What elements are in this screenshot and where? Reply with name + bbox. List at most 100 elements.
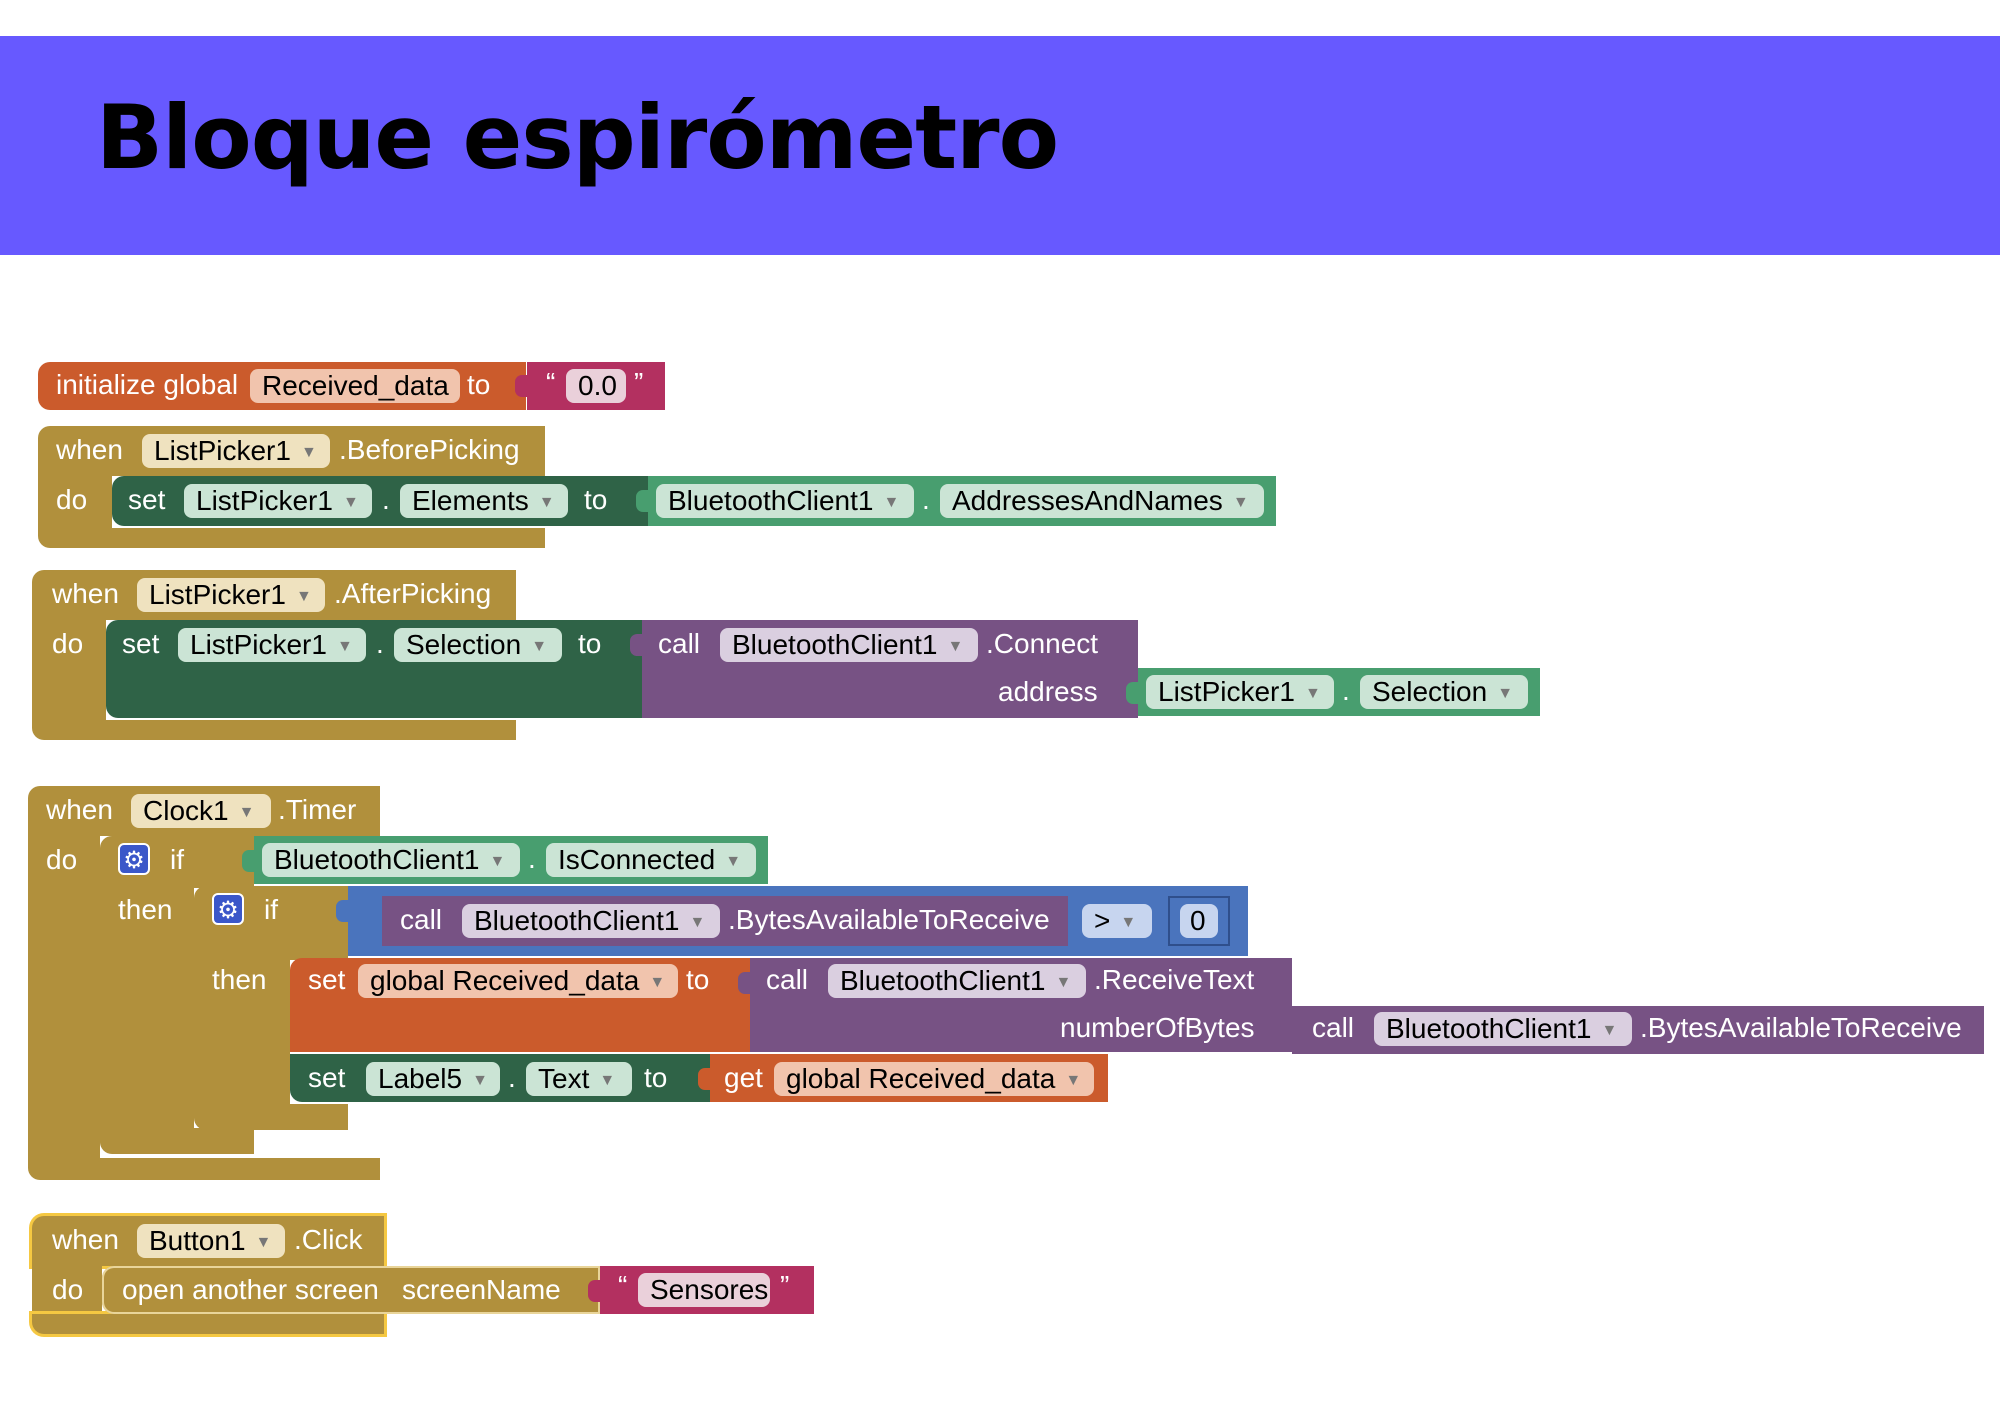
when-label: when (46, 794, 113, 825)
to-label: to (578, 628, 602, 659)
init-value-field[interactable]: 0.0 (566, 369, 626, 403)
method-name: .Connect (986, 628, 1099, 659)
bytes-component-dropdown[interactable]: BluetoothClient1▼ (1374, 1012, 1632, 1046)
cmp-component-dropdown[interactable]: BluetoothClient1▼ (462, 904, 720, 938)
when-label: when (52, 578, 119, 609)
dot: . (528, 843, 536, 874)
operator-dropdown[interactable]: >▼ (1082, 904, 1152, 938)
chevron-down-icon: ▼ (725, 853, 742, 870)
chevron-down-icon: ▼ (300, 444, 317, 461)
get-label: get (724, 1062, 763, 1093)
open-screen-block[interactable] (102, 1266, 600, 1314)
cond-component-dropdown[interactable]: BluetoothClient1▼ (262, 843, 520, 877)
number-of-bytes-label: numberOfBytes (1060, 1012, 1255, 1043)
screen-name-label: screenName (402, 1274, 561, 1305)
chevron-down-icon: ▼ (295, 588, 312, 605)
do-label: do (56, 484, 88, 515)
method-name: .BytesAvailableToReceive (728, 904, 1050, 935)
get-var-dropdown[interactable]: global Received_data▼ (774, 1062, 1094, 1096)
method-name: .ReceiveText (1094, 964, 1255, 995)
chevron-down-icon: ▼ (472, 1072, 488, 1089)
chevron-down-icon: ▼ (1065, 1072, 1082, 1089)
call-label: call (658, 628, 701, 659)
rx-component-dropdown[interactable]: BluetoothClient1▼ (828, 964, 1086, 998)
gear-icon[interactable]: ⚙ (212, 893, 244, 925)
action-label: open another screen (122, 1274, 379, 1305)
chevron-down-icon: ▼ (883, 494, 900, 511)
title-banner: Bloque espirómetro (0, 36, 2000, 255)
property-dropdown[interactable]: Selection▼ (394, 628, 562, 662)
address-label: address (998, 676, 1098, 707)
arg-component-dropdown[interactable]: ListPicker1▼ (1146, 675, 1334, 709)
dot: . (1342, 675, 1350, 706)
do-label: do (52, 628, 84, 659)
chevron-down-icon: ▼ (649, 974, 666, 991)
dot: . (508, 1062, 516, 1093)
component-dropdown[interactable]: Button1▼ (137, 1224, 285, 1258)
call-component-dropdown[interactable]: BluetoothClient1▼ (720, 628, 978, 662)
chevron-down-icon: ▼ (1304, 685, 1321, 702)
dot: . (922, 484, 930, 515)
init-label: initialize global (56, 369, 239, 400)
do-label: do (46, 844, 78, 875)
set2-component-dropdown[interactable]: Label5▼ (366, 1062, 500, 1096)
then-label: then (212, 964, 267, 995)
screen-name-value-field[interactable]: Sensores (638, 1273, 770, 1307)
set-label-text-block[interactable] (290, 1054, 710, 1102)
event-name: .BeforePicking (339, 434, 520, 465)
to-label: to (686, 964, 710, 995)
call-label: call (1312, 1012, 1355, 1043)
chevron-down-icon: ▼ (1120, 914, 1137, 931)
src-property-dropdown[interactable]: AddressesAndNames▼ (940, 484, 1264, 518)
component-dropdown[interactable]: ListPicker1▼ (142, 434, 330, 468)
cond-property-dropdown[interactable]: IsConnected▼ (546, 843, 756, 877)
global-var-name-field[interactable]: Received_data (250, 369, 460, 403)
set-label: set (308, 1062, 346, 1093)
do-label: do (52, 1274, 84, 1305)
chevron-down-icon: ▼ (342, 494, 359, 511)
gear-icon[interactable]: ⚙ (118, 843, 150, 875)
chevron-down-icon: ▼ (255, 1234, 272, 1251)
chevron-down-icon: ▼ (489, 853, 506, 870)
dot: . (376, 628, 384, 659)
when-label: when (56, 434, 123, 465)
if-label: if (170, 844, 184, 875)
set-component-dropdown[interactable]: ListPicker1▼ (184, 484, 372, 518)
set-var-dropdown[interactable]: global Received_data▼ (358, 964, 678, 998)
set-label: set (122, 628, 160, 659)
component-dropdown[interactable]: ListPicker1▼ (137, 578, 325, 612)
page-title: Bloque espirómetro (96, 86, 1059, 189)
set-label: set (308, 964, 346, 995)
quote-close: ” (780, 1270, 790, 1301)
quote-open: “ (546, 367, 556, 398)
chevron-down-icon: ▼ (538, 494, 555, 511)
chevron-down-icon: ▼ (947, 638, 964, 655)
chevron-down-icon: ▼ (1497, 685, 1514, 702)
chevron-down-icon: ▼ (689, 914, 706, 931)
chevron-down-icon: ▼ (1232, 494, 1249, 511)
chevron-down-icon: ▼ (531, 638, 548, 655)
if-label: if (264, 894, 278, 925)
event-name: .AfterPicking (334, 578, 492, 609)
chevron-down-icon: ▼ (599, 1072, 616, 1089)
set2-property-dropdown[interactable]: Text▼ (526, 1062, 632, 1096)
arg-property-dropdown[interactable]: Selection▼ (1360, 675, 1528, 709)
chevron-down-icon: ▼ (336, 638, 353, 655)
number-value-field[interactable]: 0 (1180, 904, 1218, 938)
to-label: to (644, 1062, 668, 1093)
component-dropdown[interactable]: Clock1▼ (131, 794, 271, 828)
when-label: when (52, 1224, 119, 1255)
method-name: .BytesAvailableToReceive (1640, 1012, 1962, 1043)
event-name: .Timer (278, 794, 357, 825)
to-label: to (584, 484, 608, 515)
quote-close: ” (634, 367, 644, 398)
dot: . (382, 484, 390, 515)
call-label: call (400, 904, 443, 935)
then-label: then (118, 894, 173, 925)
chevron-down-icon: ▼ (238, 804, 255, 821)
call-label: call (766, 964, 809, 995)
set-component-dropdown[interactable]: ListPicker1▼ (178, 628, 366, 662)
src-component-dropdown[interactable]: BluetoothClient1▼ (656, 484, 914, 518)
chevron-down-icon: ▼ (1055, 974, 1072, 991)
property-dropdown[interactable]: Elements▼ (400, 484, 568, 518)
